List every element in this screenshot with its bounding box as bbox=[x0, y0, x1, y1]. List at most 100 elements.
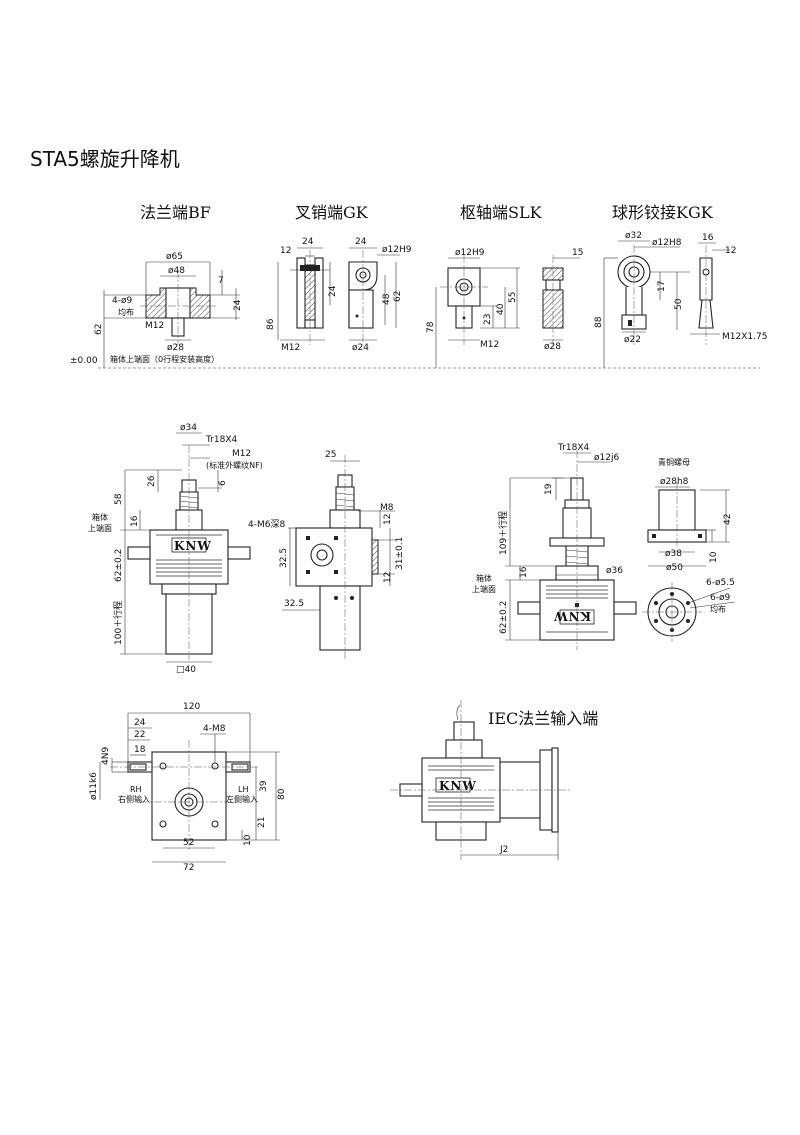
iec-flange-input: IEC法兰输入端 KNW J2 bbox=[390, 700, 598, 860]
nut-title: 青铜螺母 bbox=[658, 457, 690, 467]
kgk-h50: 50 bbox=[674, 298, 684, 310]
heading-bf: 法兰端BF bbox=[140, 203, 211, 222]
jack-front-view: KNW ø34 Tr18X4 M12 (标准外螺纹NF) 58 26 6 16 … bbox=[88, 423, 263, 675]
top-m8: 4-M8 bbox=[203, 724, 226, 734]
nut-d38: ø38 bbox=[665, 549, 682, 559]
rot-h19: 19 bbox=[544, 483, 554, 495]
jack-front-logo: KNW bbox=[174, 539, 212, 553]
jack-boxtop-2: 上端面 bbox=[88, 523, 112, 533]
nut-holes9: 6-ø9 bbox=[710, 593, 730, 603]
kgk-h88: 88 bbox=[594, 316, 604, 328]
top-lh-cn: 左侧输入 bbox=[226, 794, 258, 804]
top-w120: 120 bbox=[183, 702, 200, 712]
kgk-12: 12 bbox=[725, 246, 736, 256]
top-n9: 4N9 bbox=[101, 747, 111, 765]
top-h10: 10 bbox=[243, 834, 253, 846]
kgk-h17: 17 bbox=[657, 281, 667, 292]
bf-d28: ø28 bbox=[167, 343, 184, 353]
rot-h62: 62±0.2 bbox=[499, 601, 509, 634]
rot-tr: Tr18X4 bbox=[557, 443, 589, 453]
heading-gk: 叉销端GK bbox=[295, 203, 369, 222]
datum-value: ±0.00 bbox=[70, 356, 98, 366]
side-h32: 32.5 bbox=[279, 548, 289, 568]
kgk-spherical-end: ø32 ø12H8 16 12 17 50 88 ø22 M12X1.75 bbox=[594, 231, 767, 368]
gk-m12: M12 bbox=[281, 343, 300, 353]
jack-h26: 26 bbox=[147, 475, 157, 487]
top-w18: 18 bbox=[134, 745, 146, 755]
bf-flange-end: ø65 ø48 7 4-ø9 均布 M12 ø28 24 62 bbox=[94, 252, 243, 368]
jack-sq40: □40 bbox=[176, 665, 196, 675]
rotating-jack-logo: KNW bbox=[553, 609, 591, 623]
jack-tr: Tr18X4 bbox=[205, 435, 237, 445]
heading-slk: 枢轴端SLK bbox=[460, 203, 543, 222]
page-title: STA5螺旋升降机 bbox=[30, 147, 180, 171]
iec-logo: KNW bbox=[439, 779, 477, 793]
top-h39: 39 bbox=[259, 780, 269, 792]
side-h12a: 12 bbox=[383, 514, 393, 525]
nut-d50: ø50 bbox=[666, 563, 683, 573]
side-w25: 25 bbox=[325, 450, 336, 460]
jack-h6: 6 bbox=[218, 480, 228, 486]
side-m6: 4-M6深8 bbox=[248, 519, 285, 530]
top-w52: 52 bbox=[183, 838, 194, 848]
kgk-m12x175: M12X1.75 bbox=[722, 332, 767, 342]
rot-h16: 16 bbox=[519, 566, 529, 578]
rot-h109: 109＋行程 bbox=[497, 511, 509, 555]
bf-m12: M12 bbox=[145, 321, 164, 331]
top-rh: RH bbox=[130, 785, 142, 794]
jack-m12: M12 bbox=[232, 449, 251, 459]
rot-boxtop-1: 箱体 bbox=[476, 573, 492, 583]
top-h80: 80 bbox=[277, 788, 287, 800]
heading-kgk: 球形铰接KGK bbox=[612, 203, 714, 222]
jack-d34: ø34 bbox=[180, 423, 197, 433]
slk-m12: M12 bbox=[480, 340, 499, 350]
side-w32: 32.5 bbox=[284, 599, 304, 609]
kgk-d12h8: ø12H8 bbox=[652, 238, 682, 248]
nut-holes55: 6-ø5.5 bbox=[706, 578, 735, 588]
jack-boxtop-1: 箱体 bbox=[92, 512, 108, 522]
side-h31: 31±0.1 bbox=[395, 537, 405, 570]
kgk-16: 16 bbox=[702, 233, 714, 243]
kgk-d22: ø22 bbox=[624, 335, 641, 345]
gk-d12h9: ø12H9 bbox=[382, 245, 412, 255]
slk-d28: ø28 bbox=[544, 342, 561, 352]
bf-24: 24 bbox=[233, 299, 243, 311]
rotating-jack-view: KNW Tr18X4 ø12j6 19 109＋行程 16 箱体 上端面 ø36… bbox=[472, 443, 637, 650]
iec-j2: J2 bbox=[499, 845, 508, 855]
kgk-d32: ø32 bbox=[625, 231, 642, 241]
jack-h16: 16 bbox=[130, 515, 140, 527]
slk-15: 15 bbox=[572, 248, 583, 258]
slk-h23: 23 bbox=[483, 314, 493, 325]
bf-holes: 4-ø9 bbox=[112, 296, 132, 306]
jack-nf: (标准外螺纹NF) bbox=[206, 460, 263, 470]
bronze-nut: 青铜螺母 ø28h8 42 ø38 ø50 10 6-ø5.5 6-ø9 bbox=[642, 457, 736, 642]
side-h12b: 12 bbox=[383, 572, 393, 583]
gk-clevis-end: 12 24 24 ø12H9 24 48 62 86 M12 ø24 bbox=[266, 237, 412, 353]
gk-h86: 86 bbox=[266, 318, 276, 330]
slk-h78: 78 bbox=[426, 321, 436, 333]
side-m8: M8 bbox=[380, 503, 394, 513]
slk-d12h9: ø12H9 bbox=[455, 248, 485, 258]
gk-12: 12 bbox=[280, 246, 291, 256]
jack-h58: 58 bbox=[114, 493, 124, 505]
rot-d12j6: ø12j6 bbox=[594, 453, 619, 463]
gk-d24: ø24 bbox=[352, 343, 369, 353]
bf-d48: ø48 bbox=[168, 266, 185, 276]
top-lh: LH bbox=[238, 785, 248, 794]
jack-top-view: 120 24 22 18 4-M8 4N9 ø11k6 RH 右侧输入 LH 左… bbox=[89, 702, 287, 873]
top-w72: 72 bbox=[183, 863, 194, 873]
top-d11k6: ø11k6 bbox=[89, 772, 99, 800]
gk-h48: 48 bbox=[382, 293, 392, 305]
rot-boxtop-2: 上端面 bbox=[472, 584, 496, 594]
gk-24a: 24 bbox=[302, 237, 314, 247]
jack-h62: 62±0.2 bbox=[114, 549, 124, 582]
rot-d36: ø36 bbox=[606, 566, 623, 576]
top-rh-cn: 右侧输入 bbox=[118, 794, 150, 804]
gk-24b: 24 bbox=[355, 237, 367, 247]
jack-side-view: 25 4-M6深8 M8 32.5 12 12 31±0.1 32.5 bbox=[248, 450, 405, 660]
gk-h62: 62 bbox=[393, 291, 403, 302]
nut-junbu: 均布 bbox=[710, 604, 726, 614]
bf-7: 7 bbox=[218, 276, 224, 286]
nut-h10: 10 bbox=[709, 551, 719, 563]
